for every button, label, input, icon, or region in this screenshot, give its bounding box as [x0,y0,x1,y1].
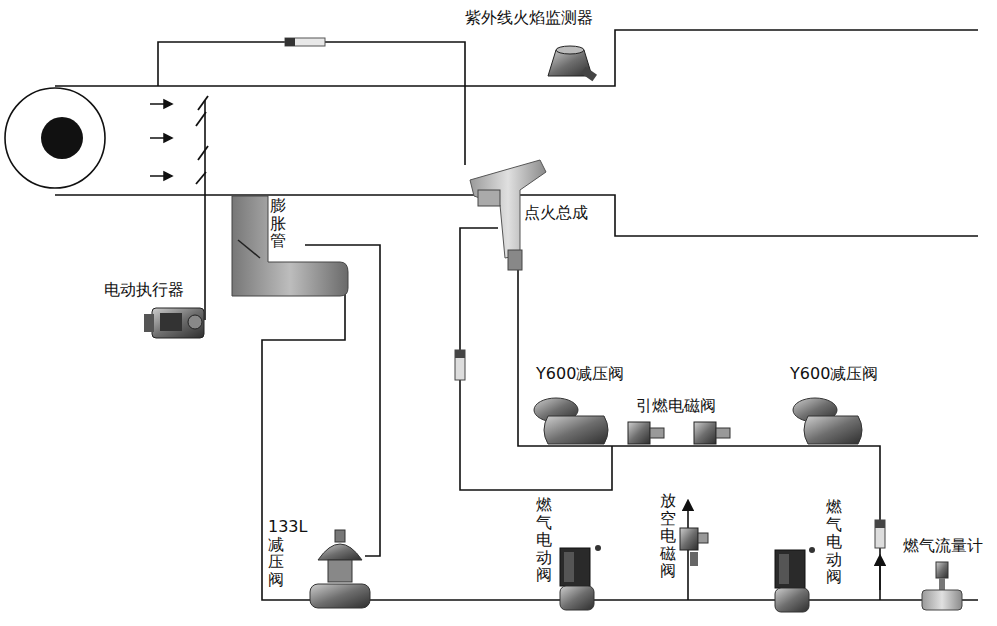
part-label: 紫外线火焰监测器 [465,8,593,27]
part-label: Y600减压阀 [536,364,624,383]
part-label: 燃气电动阀 [826,498,842,586]
part-label: 燃气电动阀 [536,496,552,584]
part-label: 放空电磁阀 [660,492,676,580]
part-label: 膨胀管 [270,197,286,250]
part-label: 引燃电磁阀 [636,396,716,415]
part-label: Y600减压阀 [790,364,878,383]
part-label: 133L 减压阀 [268,518,285,588]
part-label: 燃气流量计 [903,536,983,555]
part-label: 电动执行器 [104,280,184,299]
part-label: 点火总成 [524,203,588,222]
